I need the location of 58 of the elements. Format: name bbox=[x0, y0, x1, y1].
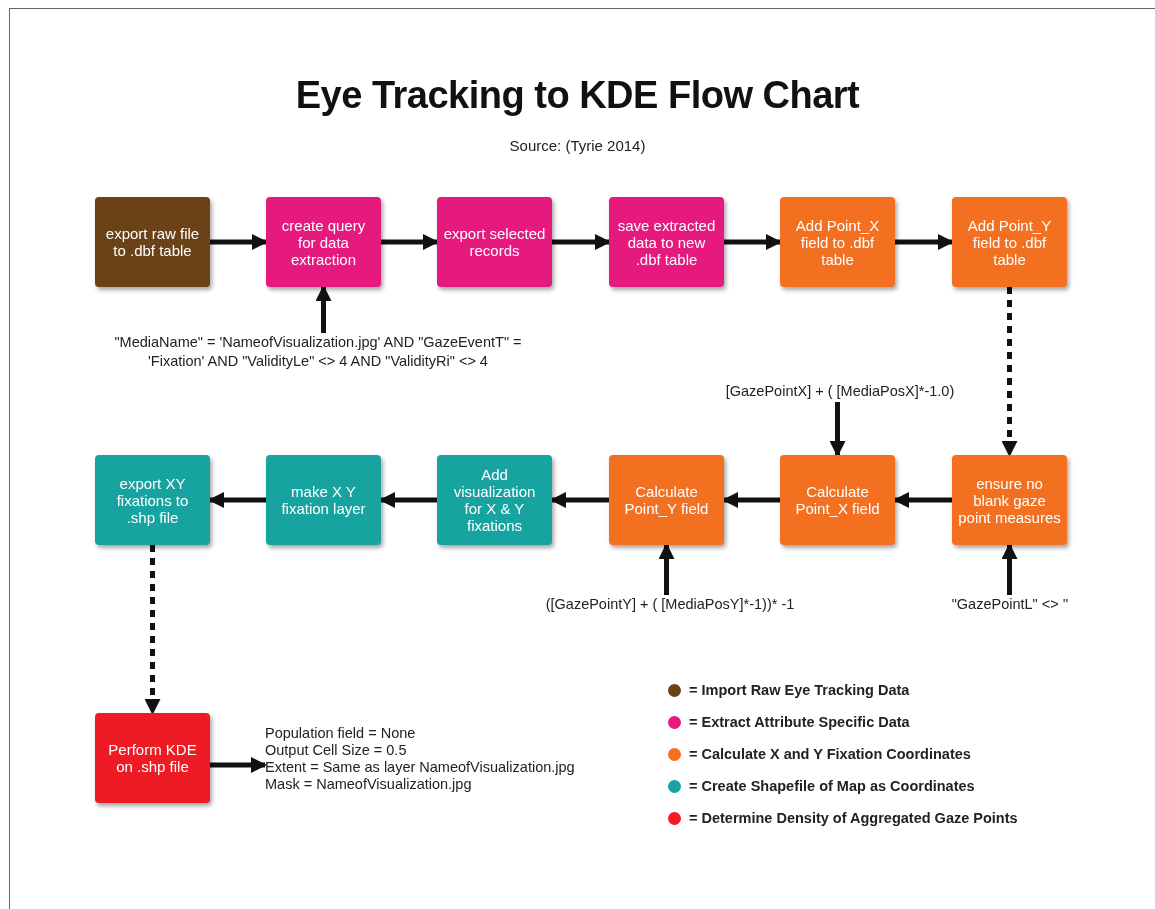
arrow bbox=[144, 545, 161, 715]
arrow bbox=[315, 285, 332, 333]
title: Eye Tracking to KDE Flow Chart bbox=[294, 74, 861, 117]
arrow bbox=[893, 492, 952, 508]
legend-label: = Create Shapefile of Map as Coordinates bbox=[689, 778, 975, 794]
arrow bbox=[208, 492, 266, 508]
box-label: Add Point_X field to .dbf table bbox=[794, 216, 881, 268]
parameter-text: Mask = NameofVisualization.jpg bbox=[265, 776, 473, 793]
box-label: Perform KDE on .shp file bbox=[107, 741, 198, 775]
box-label: Calculate Point_X field bbox=[794, 483, 881, 517]
arrow bbox=[724, 234, 782, 250]
box-label: ensure no blank gaze point measures bbox=[958, 474, 1061, 526]
query-text: "MediaName" = 'NameofVisualization.jpg' AND "GazeEventT" = 'Fixation' AND "ValidityLe" <> 4 AND "ValidityRi" <> 4 bbox=[88, 333, 548, 373]
legend-label: = Calculate X and Y Fixation Coordinates bbox=[689, 746, 971, 762]
process-box bbox=[437, 197, 552, 287]
process-box bbox=[609, 197, 724, 287]
box-label: Calculate Point_Y field bbox=[623, 483, 710, 517]
box-label: Add Point_Y field to .dbf table bbox=[966, 216, 1053, 268]
process-box bbox=[952, 455, 1067, 545]
legend-label: = Import Raw Eye Tracking Data bbox=[689, 682, 910, 698]
box-label: export selected records bbox=[443, 225, 546, 259]
box-label: export raw file to .dbf table bbox=[104, 225, 201, 259]
process-box bbox=[95, 197, 210, 287]
query-text: ([GazePointY] + ( [MediaPosY]*-1))* -1 bbox=[520, 595, 820, 615]
process-box bbox=[780, 197, 895, 287]
arrow bbox=[210, 757, 267, 773]
arrow bbox=[722, 492, 780, 508]
arrow bbox=[895, 234, 954, 250]
process-box bbox=[266, 455, 381, 545]
parameter-text: Output Cell Size = 0.5 bbox=[265, 742, 408, 759]
process-box bbox=[780, 455, 895, 545]
arrow bbox=[552, 234, 611, 250]
arrow bbox=[829, 402, 846, 457]
process-box bbox=[266, 197, 381, 287]
arrow bbox=[379, 492, 437, 508]
query-text: [GazePointX] + ( [MediaPosX]*-1.0) bbox=[705, 382, 975, 402]
arrow bbox=[381, 234, 439, 250]
process-box bbox=[437, 455, 552, 545]
arrow bbox=[210, 234, 268, 250]
parameter-text: Population field = None bbox=[265, 725, 417, 742]
box-label: Add visualization for X & Y fixations bbox=[452, 466, 537, 534]
arrow bbox=[1001, 287, 1018, 457]
legend-label: = Determine Density of Aggregated Gaze Points bbox=[689, 810, 1018, 826]
box-label: save extracted data to new .dbf table bbox=[616, 216, 717, 268]
process-box bbox=[952, 197, 1067, 287]
query-text: "GazePointL" <> '' bbox=[930, 595, 1090, 615]
process-box bbox=[609, 455, 724, 545]
box-label: export XY fixations to .shp file bbox=[115, 474, 190, 526]
process-box bbox=[95, 455, 210, 545]
legend-label: = Extract Attribute Specific Data bbox=[689, 714, 910, 730]
process-box bbox=[95, 713, 210, 803]
parameter-text: Extent = Same as layer NameofVisualization.jpg bbox=[265, 759, 576, 776]
caption: Source: (Tyrie 2014) bbox=[508, 137, 647, 154]
arrow bbox=[1001, 543, 1018, 595]
box-label: create query for data extraction bbox=[280, 216, 367, 268]
arrow bbox=[550, 492, 609, 508]
arrow bbox=[658, 543, 675, 595]
box-label: make X Y fixation layer bbox=[280, 483, 367, 517]
